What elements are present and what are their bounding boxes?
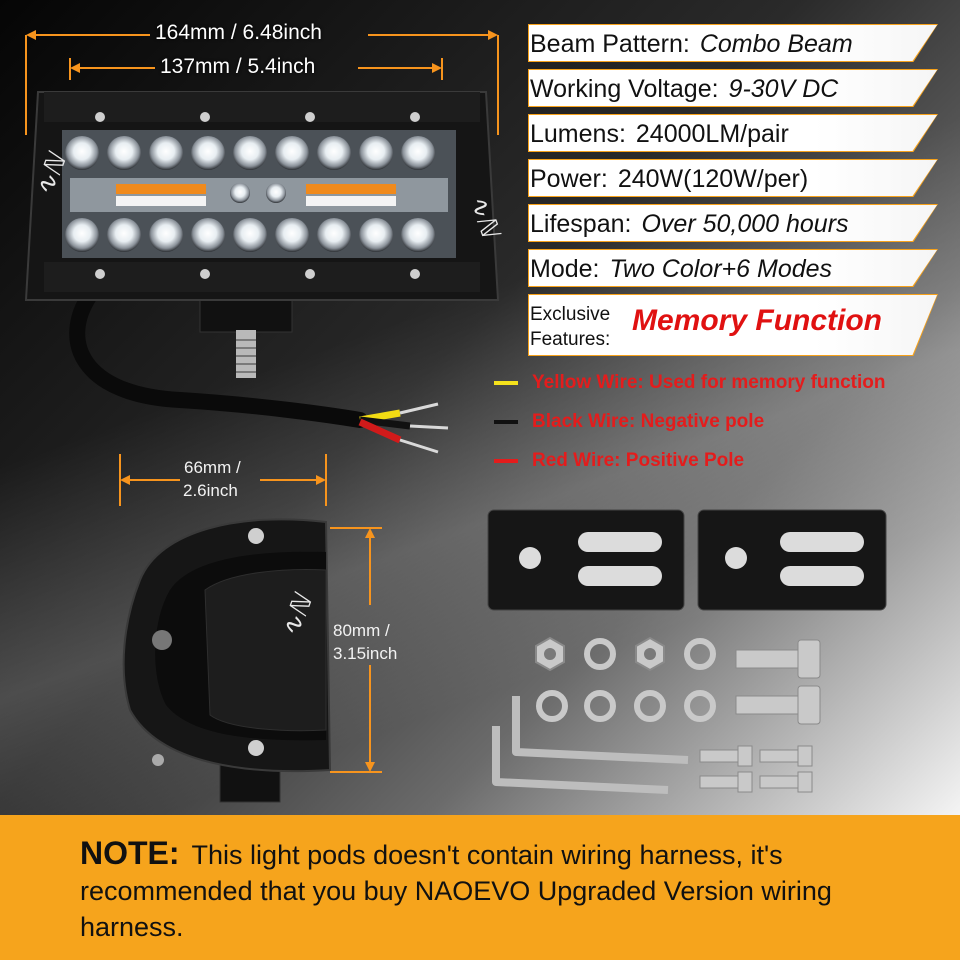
feature-label-line1: Exclusive <box>530 304 611 325</box>
yellow-wire-swatch <box>494 380 518 385</box>
spec-label: Beam Pattern: <box>530 30 690 58</box>
wire-label: Black Wire: <box>532 411 636 432</box>
wire-label: Yellow Wire: <box>532 372 644 393</box>
wire-row-black: Black Wire: Negative pole <box>494 411 764 437</box>
note-text-block: NOTE:This light pods doesn't contain wir… <box>80 835 940 945</box>
wire-desc: Positive Pole <box>625 450 745 471</box>
feature-label-line2: Features: <box>530 329 611 350</box>
spec-value: 240W(120W/per) <box>617 165 809 193</box>
black-wire-swatch <box>494 419 518 424</box>
spec-value: Two Color+6 Modes <box>609 255 833 283</box>
dimension-length-mount: 137mm / 5.4inch <box>160 55 316 78</box>
wire-label: Red Wire: <box>532 450 621 471</box>
spec-label: Mode: <box>530 255 600 283</box>
note-heading: NOTE: <box>80 835 180 871</box>
note-banner: NOTE:This light pods doesn't contain wir… <box>0 815 960 960</box>
spec-label: Lumens: <box>530 120 626 148</box>
spec-row-voltage: Working Voltage: 9-30V DC <box>528 69 938 107</box>
spec-row-power: Power: 240W(120W/per) <box>528 159 938 197</box>
spec-row-lifespan: Lifespan: Over 50,000 hours <box>528 204 938 242</box>
spec-value: 9-30V DC <box>728 75 839 103</box>
spec-value: Combo Beam <box>699 30 853 58</box>
spec-value: 24000LM/pair <box>635 120 789 148</box>
wire-desc: Negative pole <box>640 411 765 432</box>
spec-label: Lifespan: <box>530 210 632 238</box>
dimension-height-line2: 3.15inch <box>333 644 398 663</box>
light-bar-front-view: ∿ℕ ∿ℕ <box>24 30 506 454</box>
spec-row-beam: Beam Pattern: Combo Beam <box>528 24 938 62</box>
red-wire-swatch <box>494 458 518 463</box>
mounting-bracket-left <box>487 509 685 611</box>
dimension-length-total: 164mm / 6.48inch <box>155 21 322 44</box>
dimension-depth-line1: 66mm / <box>184 458 241 477</box>
accessories <box>487 509 887 794</box>
wire-row-yellow: Yellow Wire: Used for memory function <box>494 372 886 398</box>
dimension-depth-line2: 2.6inch <box>183 481 238 500</box>
spec-panel: Beam Pattern: Combo Beam Working Voltage:… <box>528 24 938 363</box>
spec-label: Power: <box>530 165 608 193</box>
dimension-height-line1: 80mm / <box>333 621 390 640</box>
feature-value: Memory Function <box>632 304 883 337</box>
spec-row-mode: Mode: Two Color+6 Modes <box>528 249 938 287</box>
spec-row-lumens: Lumens: 24000LM/pair <box>528 114 938 152</box>
spec-value: Over 50,000 hours <box>641 210 849 238</box>
light-bar-side-view: ∿ℕ <box>119 454 382 803</box>
wire-desc: Used for memory function <box>649 372 886 393</box>
note-body: This light pods doesn't contain wiring h… <box>80 840 832 942</box>
spec-label: Working Voltage: <box>530 75 719 103</box>
mounting-bracket-right <box>697 509 887 611</box>
wire-row-red: Red Wire: Positive Pole <box>494 450 744 476</box>
